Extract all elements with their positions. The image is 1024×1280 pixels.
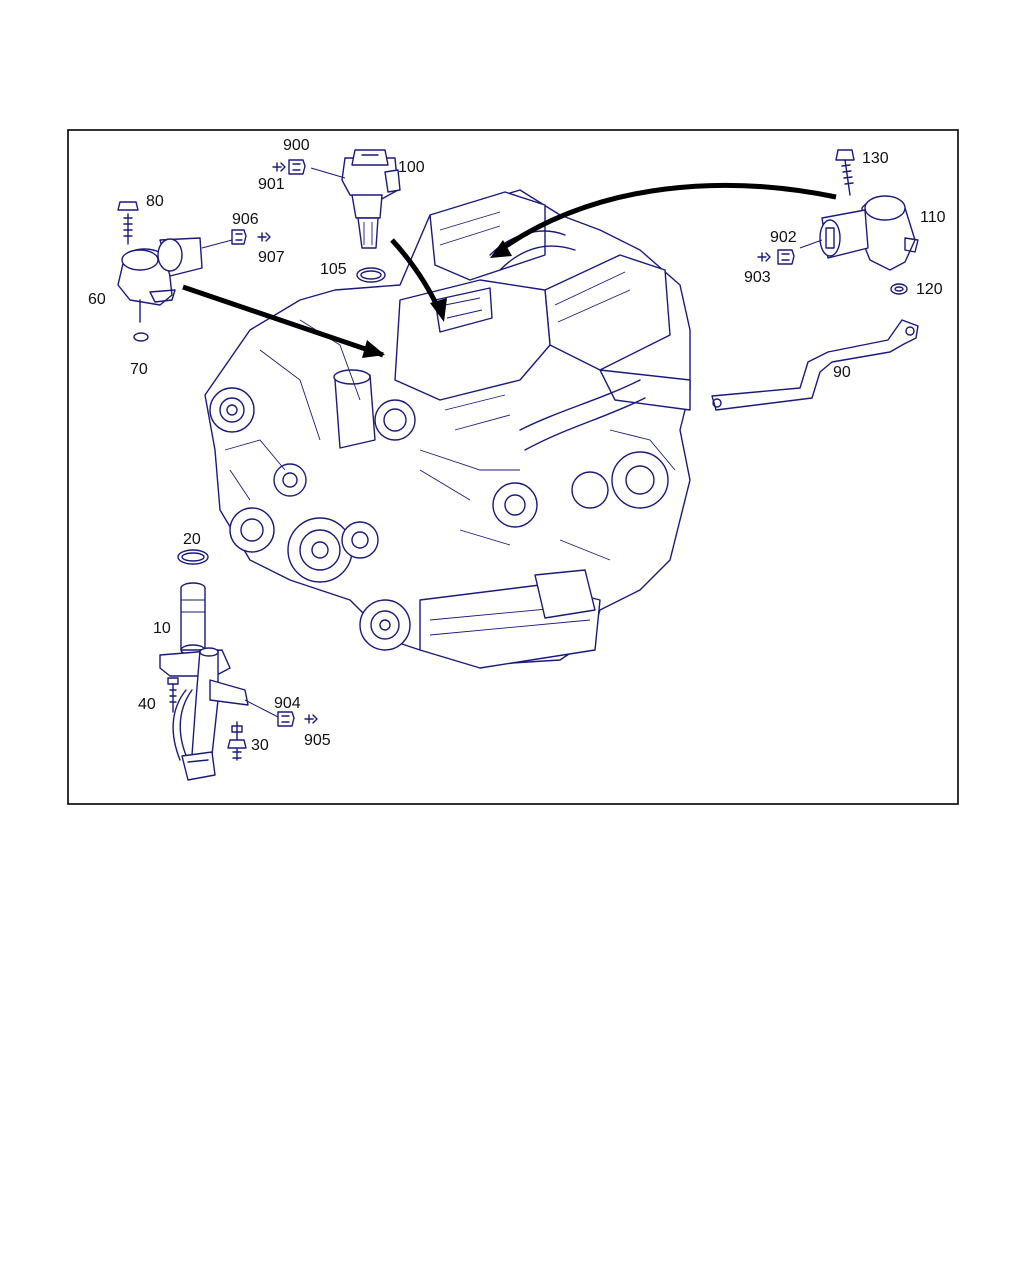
sensor-100 bbox=[310, 149, 401, 283]
callout-80: 80 bbox=[146, 193, 164, 210]
callout-903: 903 bbox=[744, 269, 771, 286]
callout-905: 905 bbox=[304, 732, 331, 749]
pointer-arrow-60 bbox=[182, 284, 384, 358]
pointer-arrow-100-head bbox=[430, 298, 447, 322]
callout-20: 20 bbox=[183, 531, 201, 548]
connector-904 bbox=[277, 711, 318, 727]
callout-60: 60 bbox=[88, 291, 106, 308]
callout-907: 907 bbox=[258, 249, 285, 266]
callout-120: 120 bbox=[916, 281, 943, 298]
callout-110: 110 bbox=[920, 209, 946, 226]
callout-130: 130 bbox=[862, 150, 889, 167]
connector-900 bbox=[272, 159, 306, 175]
engine-assembly bbox=[204, 189, 691, 669]
callout-105: 105 bbox=[320, 261, 347, 278]
callout-100: 100 bbox=[398, 159, 425, 176]
callout-40: 40 bbox=[138, 696, 156, 713]
sensor-110 bbox=[799, 149, 919, 295]
bracket-90 bbox=[711, 319, 919, 411]
sensor-10 bbox=[159, 549, 281, 781]
pointer-arrow-110 bbox=[498, 182, 837, 253]
sensor-60 bbox=[117, 201, 233, 342]
callout-906: 906 bbox=[232, 211, 259, 228]
callout-900: 900 bbox=[283, 137, 310, 154]
callout-30: 30 bbox=[251, 737, 269, 754]
callout-901: 901 bbox=[258, 176, 285, 193]
diagram-border bbox=[67, 129, 959, 805]
connector-902 bbox=[757, 249, 795, 265]
callout-70: 70 bbox=[130, 361, 148, 378]
callout-904: 904 bbox=[274, 695, 301, 712]
pointer-arrow-60-head bbox=[362, 340, 385, 358]
callout-10: 10 bbox=[153, 620, 171, 637]
callout-902: 902 bbox=[770, 229, 797, 246]
pointer-arrow-110-head bbox=[490, 240, 512, 258]
callout-90: 90 bbox=[833, 364, 851, 381]
connector-906 bbox=[231, 229, 271, 245]
